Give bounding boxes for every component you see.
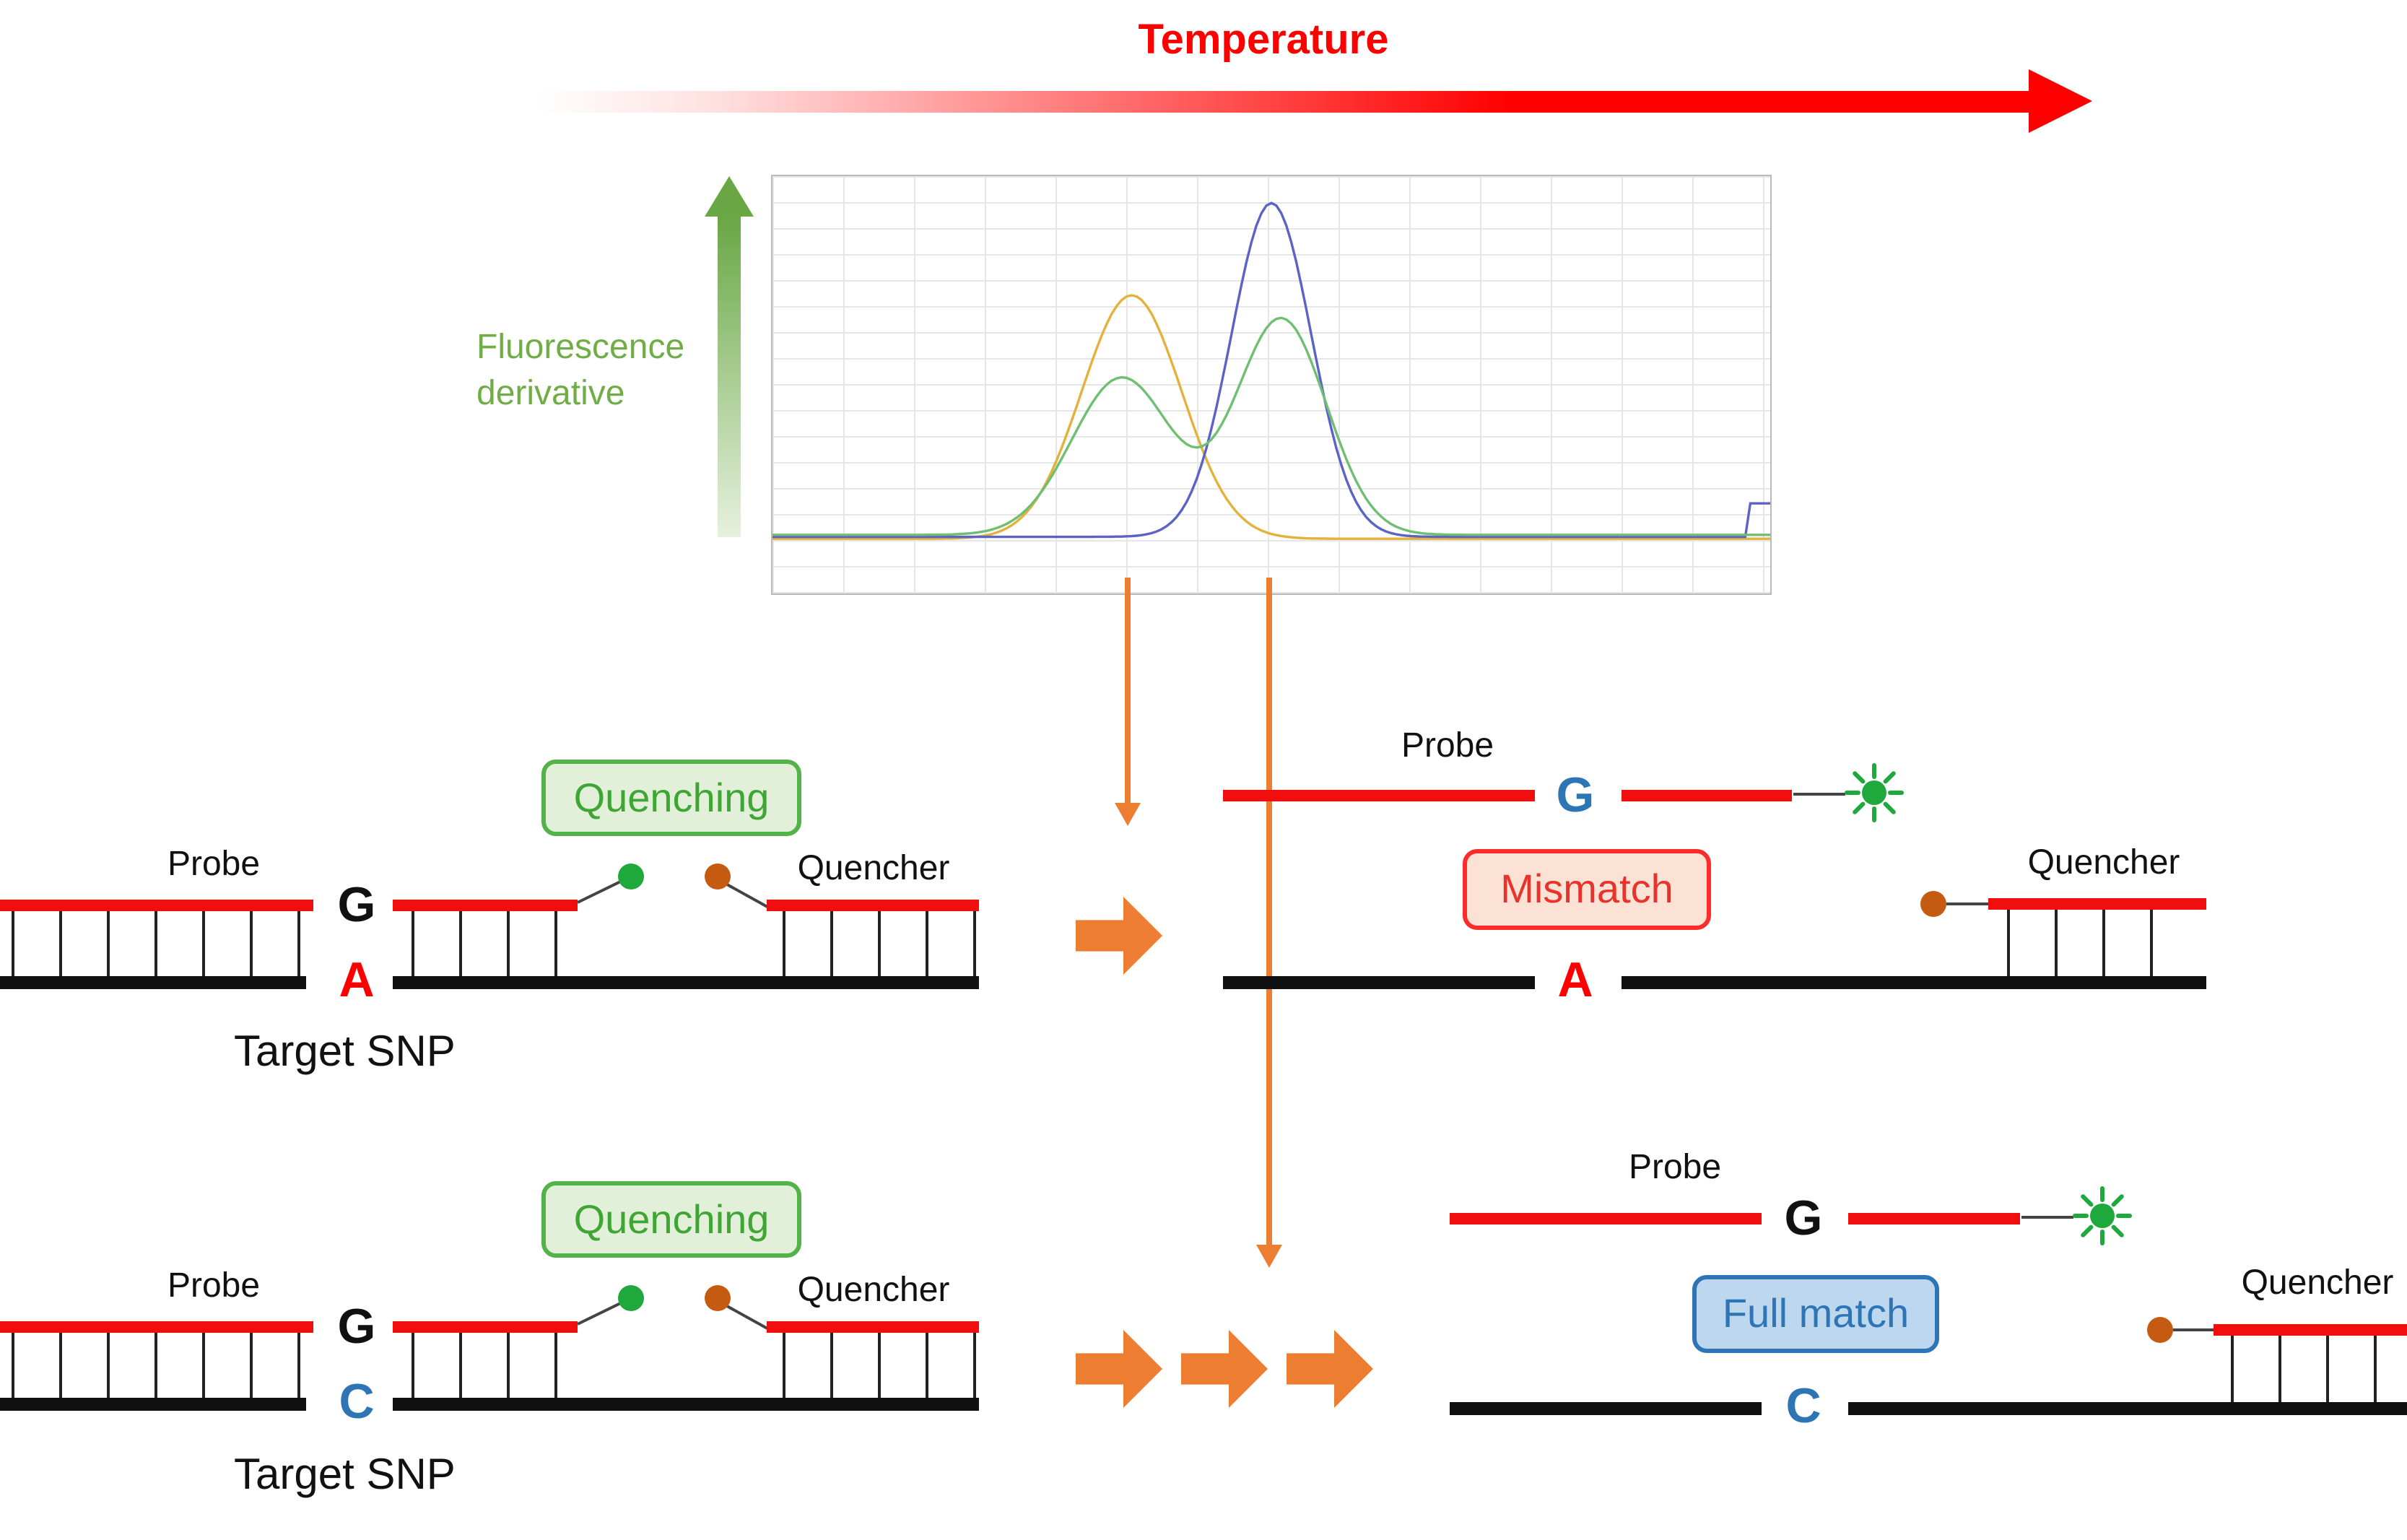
target-strand-segment [1622,976,2206,989]
probe-allele-letter: G [1784,1191,1823,1246]
probe-label: Probe [167,845,261,884]
probe-strand-segment [0,900,313,911]
probe-label: Probe [1401,726,1494,765]
quencher-label: Quencher [797,849,950,888]
fluorescence-axis-label: Fluorescence derivative [476,325,729,419]
base-pair-rungs [412,911,562,976]
base-pair-rungs [12,911,303,976]
target-strand-segment [0,1398,306,1411]
temperature-gradient-arrow-shaft [537,91,2032,113]
probe-strand-segment [393,900,578,911]
peak1-pointer-arrow-shaft [1125,578,1131,803]
quencher-oligo-strand [2214,1324,2407,1336]
fluorophore-tether [1793,793,1845,796]
fluorophore-tether [2021,1216,2073,1219]
probe-strand-segment [1622,790,1792,801]
target-allele-letter: C [339,1375,375,1430]
transition-arrow-icon [1181,1330,1268,1408]
fluorescence-arrow-head-icon [705,176,754,217]
fluorescence-gradient-arrow-shaft [718,215,741,537]
fluorescence-axis-label-line2: derivative [476,374,625,414]
quencher-oligo-strand [1988,898,2206,910]
peak1-pointer-arrow-head-icon [1115,803,1141,826]
fluorescence-axis-label-line1: Fluorescence [476,328,685,367]
probe-strand-segment [1848,1213,2020,1224]
quencher-label: Quencher [797,1271,950,1310]
quencher-oligo-strand [767,1321,979,1333]
target-strand-segment [0,976,306,989]
target-strand-segment [1223,976,1535,989]
probe-allele-letter: G [337,878,376,933]
quencher-dot-icon [1920,891,1946,917]
target-strand-segment [1848,1402,2407,1415]
probe-strand-segment [1223,790,1535,801]
target-strand-segment [393,976,979,989]
probe-strand-segment [0,1321,313,1333]
probe-allele-letter: G [337,1300,376,1354]
probe-label: Probe [167,1266,261,1305]
probe-strand-segment [393,1321,578,1333]
target-allele-letter: A [1557,953,1593,1008]
target-strand-segment [393,1398,979,1411]
quencher-tether [2173,1328,2214,1331]
quencher-label: Quencher [2241,1263,2394,1302]
base-pair-rungs [12,1333,303,1398]
quencher-oligo-strand [767,900,979,911]
quenching-badge: Quenching [541,1181,801,1258]
temperature-axis-label: Temperature [1138,17,1389,64]
target-snp-caption: Target SNP [234,1451,456,1499]
transition-arrow-icon [1076,897,1162,975]
quencher-label: Quencher [2027,843,2180,882]
mismatch-badge: Mismatch [1463,849,1711,930]
target-strand-segment [1450,1402,1762,1415]
melt-curve-chart [771,175,1772,595]
fluorophore-dot-icon [618,863,644,889]
transition-arrow-icon [1287,1330,1373,1408]
base-pair-rungs [2007,910,2198,976]
base-pair-rungs [2231,1336,2401,1402]
fluorophore-glow-icon [2073,1186,2132,1245]
peak2-pointer-arrow-shaft [1266,578,1272,1245]
target-allele-letter: A [339,953,375,1008]
probe-allele-letter: G [1556,768,1595,823]
target-snp-caption: Target SNP [234,1028,456,1076]
full-match-badge: Full match [1692,1275,1939,1353]
quencher-dot-icon [705,863,731,889]
quencher-tether [1946,902,1988,905]
base-pair-rungs [412,1333,562,1398]
target-allele-letter: C [1785,1379,1821,1434]
quencher-dot-icon [2147,1317,2173,1343]
peak2-pointer-arrow-head-icon [1256,1245,1282,1268]
probe-label: Probe [1628,1148,1722,1187]
melt-curve-plot [772,201,1770,540]
quencher-dot-icon [705,1285,731,1311]
base-pair-rungs [783,1333,979,1398]
fluorophore-glow-icon [1845,763,1904,822]
quenching-badge: Quenching [541,760,801,836]
temperature-arrow-head-icon [2029,69,2092,133]
transition-arrow-icon [1076,1330,1162,1408]
base-pair-rungs [783,911,979,976]
probe-strand-segment [1450,1213,1762,1224]
fluorophore-dot-icon [618,1285,644,1311]
